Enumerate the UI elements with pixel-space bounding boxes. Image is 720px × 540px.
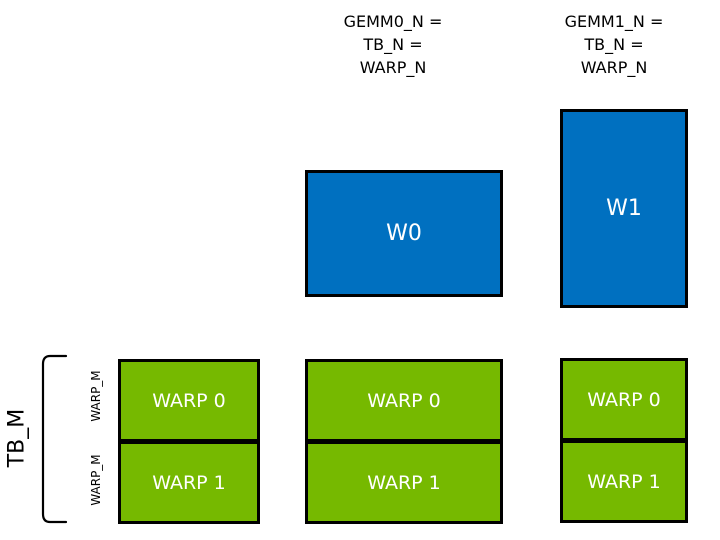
tb-m-label: TB_M	[4, 408, 30, 468]
warp-cell-label: WARP 0	[152, 389, 226, 412]
warp-tile-w0: W0	[305, 170, 503, 297]
warp-cell-label: WARP 1	[367, 471, 441, 494]
column-header-gemm0: GEMM0_N = TB_N = WARP_N	[343, 12, 443, 77]
warp-cell: WARP 0	[560, 358, 688, 441]
warp-cell: WARP 1	[560, 440, 688, 523]
warp-cell: WARP 0	[305, 359, 503, 442]
warp-group-threadblock: WARP 0 WARP 1	[118, 359, 260, 524]
warp-cell-label: WARP 1	[152, 471, 226, 494]
warp-cell: WARP 1	[118, 441, 260, 524]
warp-tile-w0-label: W0	[386, 221, 422, 246]
warp-tile-w1-label: W1	[606, 196, 642, 221]
warp-group-gemm1: WARP 0 WARP 1	[560, 358, 688, 523]
warp-m-label-bottom: WARP_M	[89, 454, 103, 506]
warp-cell-label: WARP 0	[587, 388, 661, 411]
warp-cell: WARP 0	[118, 359, 260, 442]
column-header-gemm1: GEMM1_N = TB_N = WARP_N	[564, 12, 664, 77]
warp-m-label-top: WARP_M	[89, 370, 103, 422]
warp-cell-label: WARP 1	[587, 470, 661, 493]
tb-m-bracket-icon	[41, 354, 68, 524]
warp-tile-w1: W1	[560, 109, 688, 308]
warp-cell-label: WARP 0	[367, 389, 441, 412]
warp-group-gemm0: WARP 0 WARP 1	[305, 359, 503, 524]
warp-cell: WARP 1	[305, 441, 503, 524]
